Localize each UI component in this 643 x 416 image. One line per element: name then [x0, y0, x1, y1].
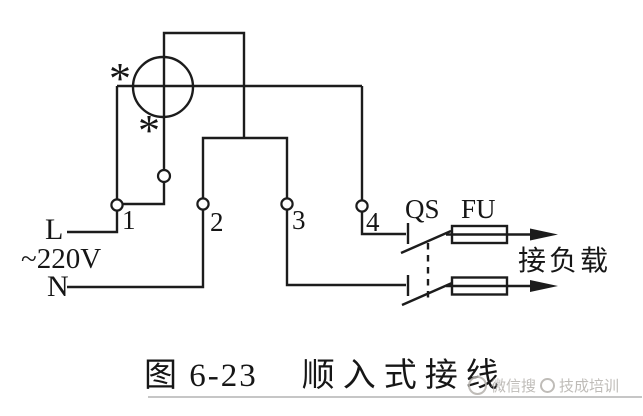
terminal-4-label: 4	[366, 207, 380, 237]
load-label: 接负载	[518, 245, 611, 277]
neutral-out-wire	[285, 210, 406, 287]
figure-number: 图 6-23	[144, 358, 258, 394]
terminal-1-circle	[110, 198, 124, 212]
fuse-upper-body	[450, 224, 509, 245]
load-arrow-lower	[530, 280, 558, 292]
line-load-wire	[360, 212, 406, 236]
terminal-4-circle	[355, 199, 369, 213]
voltage-coil-bottom-wire	[123, 182, 166, 206]
fuse-lower-body	[450, 276, 509, 296]
terminal-3-circle	[280, 197, 294, 211]
coil-mark-bottom: *	[138, 106, 160, 155]
watermark: 微信搜 技成培训	[468, 375, 619, 396]
terminal-1-label: 1	[122, 205, 136, 235]
voltage-hook-junction	[156, 168, 172, 184]
terminal-2-circle	[196, 197, 210, 211]
neutral-source-wire	[67, 210, 205, 289]
coil-mark-top: *	[109, 54, 131, 103]
fuse-label: FU	[461, 194, 496, 224]
line-label: L	[45, 213, 63, 246]
watermark-wechat-text: 微信搜	[491, 378, 537, 395]
watermark-brand-text: 技成培训	[559, 378, 620, 395]
voltage-branch-wire	[201, 136, 289, 199]
neutral-label: N	[47, 270, 69, 303]
watermark-logo-icon	[468, 376, 487, 395]
voltage-label: ~220V	[21, 243, 101, 275]
terminal-3-label: 3	[292, 205, 306, 235]
figure-title: 顺入式接线	[301, 358, 507, 394]
load-arrow-upper	[530, 228, 558, 241]
switch-label: QS	[405, 194, 440, 224]
watermark-brand-icon	[540, 378, 556, 393]
figure-caption: 图 6-23 顺入式接线	[144, 348, 507, 396]
line-source-wire	[67, 211, 119, 234]
terminal-2-label: 2	[210, 207, 224, 237]
qs-upper-blade	[400, 229, 452, 255]
